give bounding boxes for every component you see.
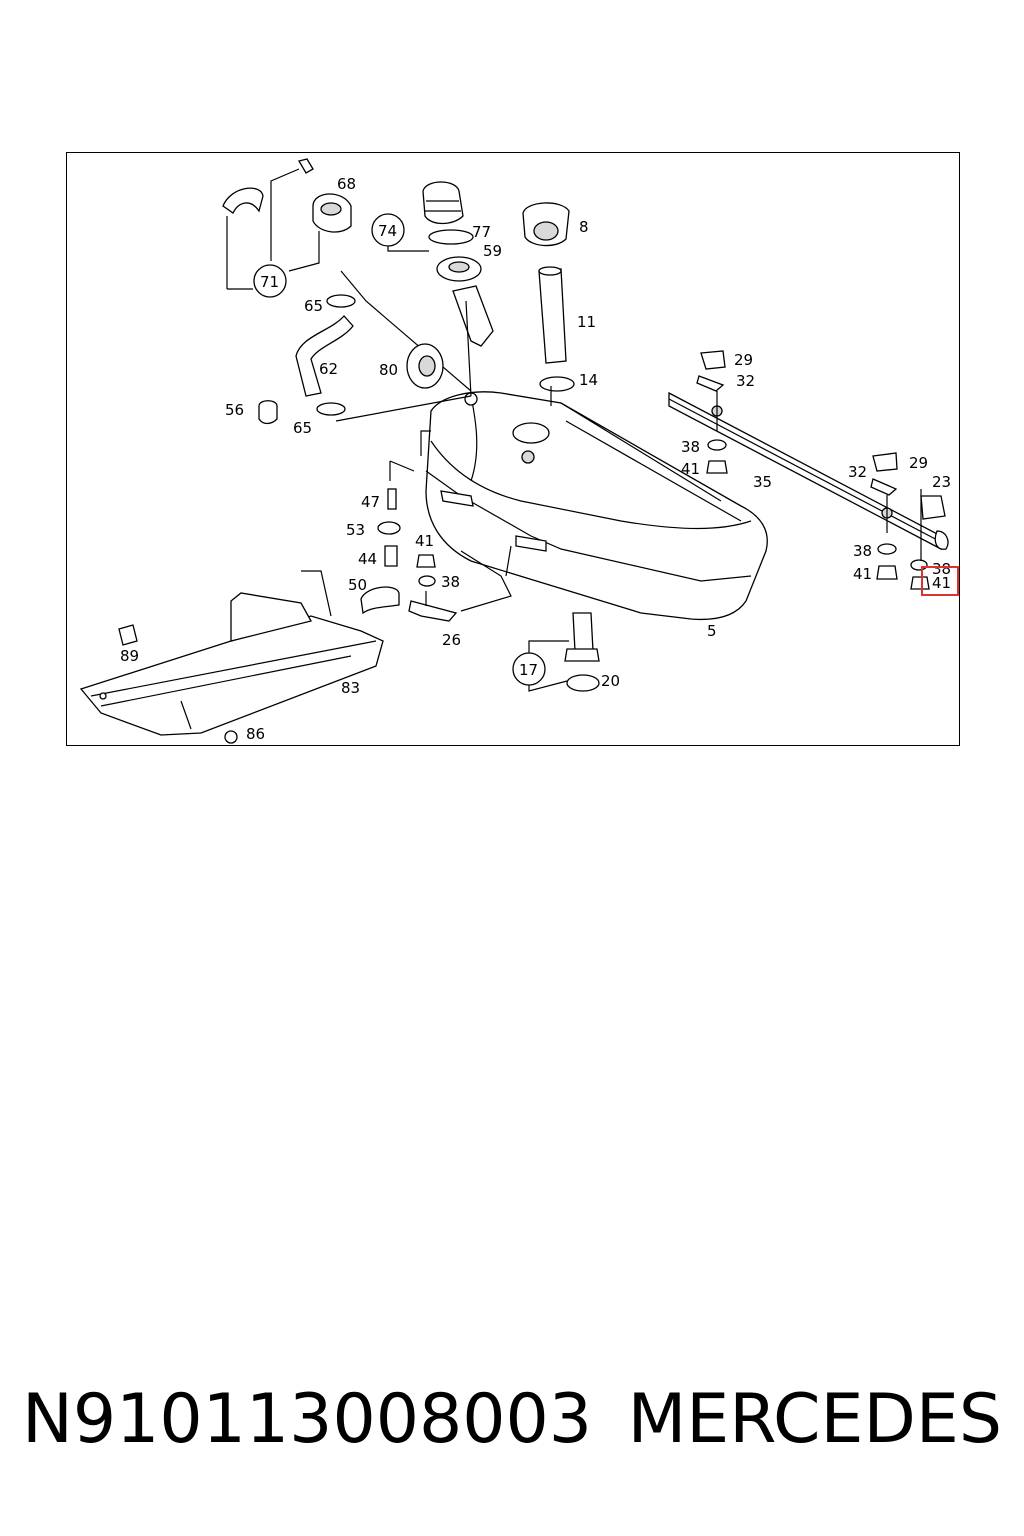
grommet-80 <box>406 343 444 389</box>
fuel-sender <box>522 202 575 406</box>
label-5: 5 <box>707 622 717 640</box>
label-38b: 38 <box>441 573 460 591</box>
label-89: 89 <box>120 647 139 665</box>
label-38a: 38 <box>681 438 700 456</box>
label-32b: 32 <box>848 463 867 481</box>
label-71: 71 <box>260 273 279 291</box>
label-17: 17 <box>519 661 538 679</box>
fuel-tank <box>420 391 768 621</box>
callout-labels: 71 68 74 77 59 8 65 62 80 11 14 56 65 29… <box>120 175 951 743</box>
drain-plug <box>512 612 600 692</box>
label-11: 11 <box>577 313 596 331</box>
label-29a: 29 <box>734 351 753 369</box>
label-35: 35 <box>753 473 772 491</box>
label-80: 80 <box>379 361 398 379</box>
label-44: 44 <box>358 550 377 568</box>
label-26: 26 <box>442 631 461 649</box>
label-68: 68 <box>337 175 356 193</box>
highlight-box-part-41 <box>921 566 959 596</box>
heat-shield <box>79 570 384 744</box>
part-info-footer: N910113008003 MERCEDES <box>0 1380 1024 1470</box>
label-32a: 32 <box>736 372 755 390</box>
label-14: 14 <box>579 371 598 389</box>
filler-neck-seals <box>371 181 494 397</box>
label-38c: 38 <box>853 542 872 560</box>
label-8: 8 <box>579 218 589 236</box>
label-47: 47 <box>361 493 380 511</box>
parts-diagram: 71 68 74 77 59 8 65 62 80 11 14 56 65 29… <box>66 152 960 746</box>
label-83: 83 <box>341 679 360 697</box>
plug-56 <box>258 400 278 425</box>
label-23: 23 <box>932 473 951 491</box>
label-41a: 41 <box>681 460 700 478</box>
vent-hose <box>295 270 472 422</box>
fuel-tank-exploded-view: 71 68 74 77 59 8 65 62 80 11 14 56 65 29… <box>79 158 959 744</box>
drain-fittings <box>360 460 512 622</box>
cap-assembly-71 <box>222 158 352 298</box>
label-86: 86 <box>246 725 265 743</box>
label-41c: 41 <box>853 565 872 583</box>
label-77: 77 <box>472 223 491 241</box>
label-65b: 65 <box>293 419 312 437</box>
label-41b: 41 <box>415 532 434 550</box>
label-50: 50 <box>348 576 367 594</box>
label-59: 59 <box>483 242 502 260</box>
label-65a: 65 <box>304 297 323 315</box>
part-number: N910113008003 <box>22 1380 593 1459</box>
label-29b: 29 <box>909 454 928 472</box>
label-20: 20 <box>601 672 620 690</box>
label-56: 56 <box>225 401 244 419</box>
label-53: 53 <box>346 521 365 539</box>
label-74: 74 <box>378 222 397 240</box>
label-38d: 38 <box>932 560 951 578</box>
brand-name: MERCEDES <box>627 1380 1002 1459</box>
label-62: 62 <box>319 360 338 378</box>
label-41d: 41 <box>932 574 951 592</box>
